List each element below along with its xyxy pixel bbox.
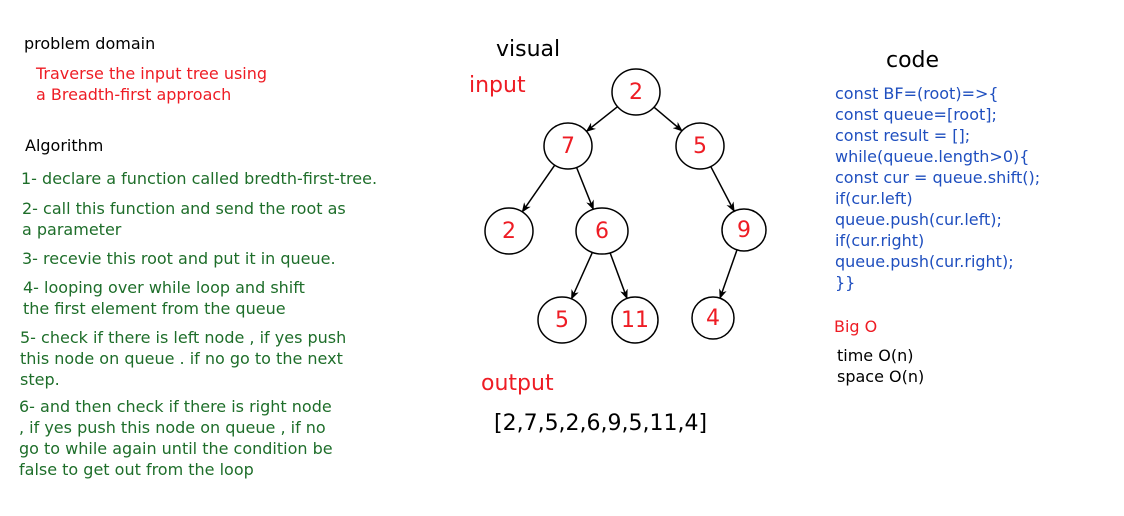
tree-node: 9 bbox=[721, 208, 767, 252]
step-line: this node on queue . if no go to the nex… bbox=[20, 349, 343, 368]
tree-node-label: 7 bbox=[561, 134, 575, 159]
tree-node: 5 bbox=[537, 296, 587, 344]
tree-node-label: 5 bbox=[555, 308, 569, 333]
problem-domain-text: Traverse the input tree using a Breadth-… bbox=[36, 63, 267, 105]
tree-node: 11 bbox=[611, 296, 659, 344]
tree-edge-arrow bbox=[570, 252, 594, 300]
tree-node-circle bbox=[691, 296, 735, 340]
tree-node-label: 6 bbox=[595, 219, 609, 244]
problem-domain-line: a Breadth-first approach bbox=[36, 85, 232, 104]
algorithm-step-3: 3- recevie this root and put it in queue… bbox=[22, 248, 336, 269]
problem-domain-title: problem domain bbox=[24, 34, 156, 53]
code-line: const BF=(root)=>{ bbox=[835, 84, 999, 103]
big-o-line: space O(n) bbox=[837, 367, 925, 386]
tree-edge-arrow bbox=[575, 167, 595, 211]
tree-edge-arrow bbox=[710, 166, 735, 213]
tree-node: 6 bbox=[575, 207, 629, 255]
step-line: 1- declare a function called bredth-firs… bbox=[21, 169, 378, 188]
tree-edge-arrow bbox=[719, 249, 738, 300]
tree-node-label: 5 bbox=[693, 134, 707, 159]
step-line: 2- call this function and send the root … bbox=[22, 199, 346, 218]
algorithm-step-5: 5- check if there is left node , if yes … bbox=[20, 327, 346, 390]
tree-node-circle bbox=[675, 122, 725, 170]
tree-node: 2 bbox=[484, 207, 534, 255]
tree-node-label: 11 bbox=[621, 308, 649, 333]
tree-node: 5 bbox=[675, 122, 725, 170]
code-line: if(cur.left) bbox=[835, 189, 913, 208]
tree-node-label: 4 bbox=[706, 306, 720, 331]
step-line: a parameter bbox=[22, 220, 122, 239]
tree-edge-arrow bbox=[521, 164, 556, 213]
step-line: 5- check if there is left node , if yes … bbox=[20, 328, 347, 347]
code-block: const BF=(root)=>{ const queue=[root]; c… bbox=[835, 83, 1040, 293]
tree-node-circle bbox=[537, 296, 587, 344]
step-line: 6- and then check if there is right node bbox=[19, 397, 332, 416]
algorithm-step-1: 1- declare a function called bredth-firs… bbox=[21, 168, 377, 189]
tree-node: 2 bbox=[611, 68, 661, 116]
code-line: const queue=[root]; bbox=[835, 105, 997, 124]
code-line: }} bbox=[835, 273, 856, 292]
tree-node-circle bbox=[721, 208, 767, 252]
tree-node-label: 2 bbox=[502, 219, 516, 244]
step-line: go to while again until the condition be bbox=[19, 439, 333, 458]
algorithm-step-2: 2- call this function and send the root … bbox=[22, 198, 346, 240]
tree-node-circle bbox=[611, 68, 661, 116]
step-line: 4- looping over while loop and shift bbox=[23, 278, 305, 297]
tree-node-circle bbox=[543, 122, 593, 170]
big-o-title: Big O bbox=[834, 317, 878, 336]
output-label: output bbox=[481, 371, 554, 396]
tree-node-circle bbox=[575, 207, 629, 255]
big-o-block: time O(n) space O(n) bbox=[837, 345, 924, 387]
output-value: [2,7,5,2,6,9,5,11,4] bbox=[494, 411, 708, 436]
code-line: if(cur.right) bbox=[835, 231, 925, 250]
step-line: false to get out from the loop bbox=[19, 460, 254, 479]
tree-node-label: 9 bbox=[737, 218, 751, 243]
code-line: while(queue.length>0){ bbox=[835, 147, 1030, 166]
visual-title: visual bbox=[496, 37, 561, 62]
input-label: input bbox=[469, 73, 526, 98]
tree-node-circle bbox=[611, 296, 659, 344]
step-line: , if yes push this node on queue , if no bbox=[19, 418, 326, 437]
code-title: code bbox=[886, 48, 940, 73]
tree-node-label: 2 bbox=[629, 80, 643, 105]
tree-node-circle bbox=[484, 207, 534, 255]
algorithm-title: Algorithm bbox=[25, 136, 104, 155]
problem-domain-line: Traverse the input tree using bbox=[36, 64, 268, 83]
code-line: queue.push(cur.left); bbox=[835, 210, 1002, 229]
code-line: const cur = queue.shift(); bbox=[835, 168, 1041, 187]
tree-node: 7 bbox=[543, 122, 593, 170]
tree-edge-arrow bbox=[653, 106, 683, 132]
step-line: 3- recevie this root and put it in queue… bbox=[22, 249, 336, 268]
tree-edge-arrow bbox=[609, 252, 628, 300]
step-line: the first element from the queue bbox=[23, 299, 286, 318]
code-line: const result = []; bbox=[835, 126, 971, 145]
algorithm-step-4: 4- looping over while loop and shift the… bbox=[23, 277, 305, 319]
tree-edge-arrow bbox=[585, 106, 618, 132]
tree-node: 4 bbox=[691, 296, 735, 340]
code-line: queue.push(cur.right); bbox=[835, 252, 1014, 271]
step-line: step. bbox=[20, 370, 60, 389]
big-o-line: time O(n) bbox=[837, 346, 914, 365]
algorithm-step-6: 6- and then check if there is right node… bbox=[19, 396, 333, 480]
